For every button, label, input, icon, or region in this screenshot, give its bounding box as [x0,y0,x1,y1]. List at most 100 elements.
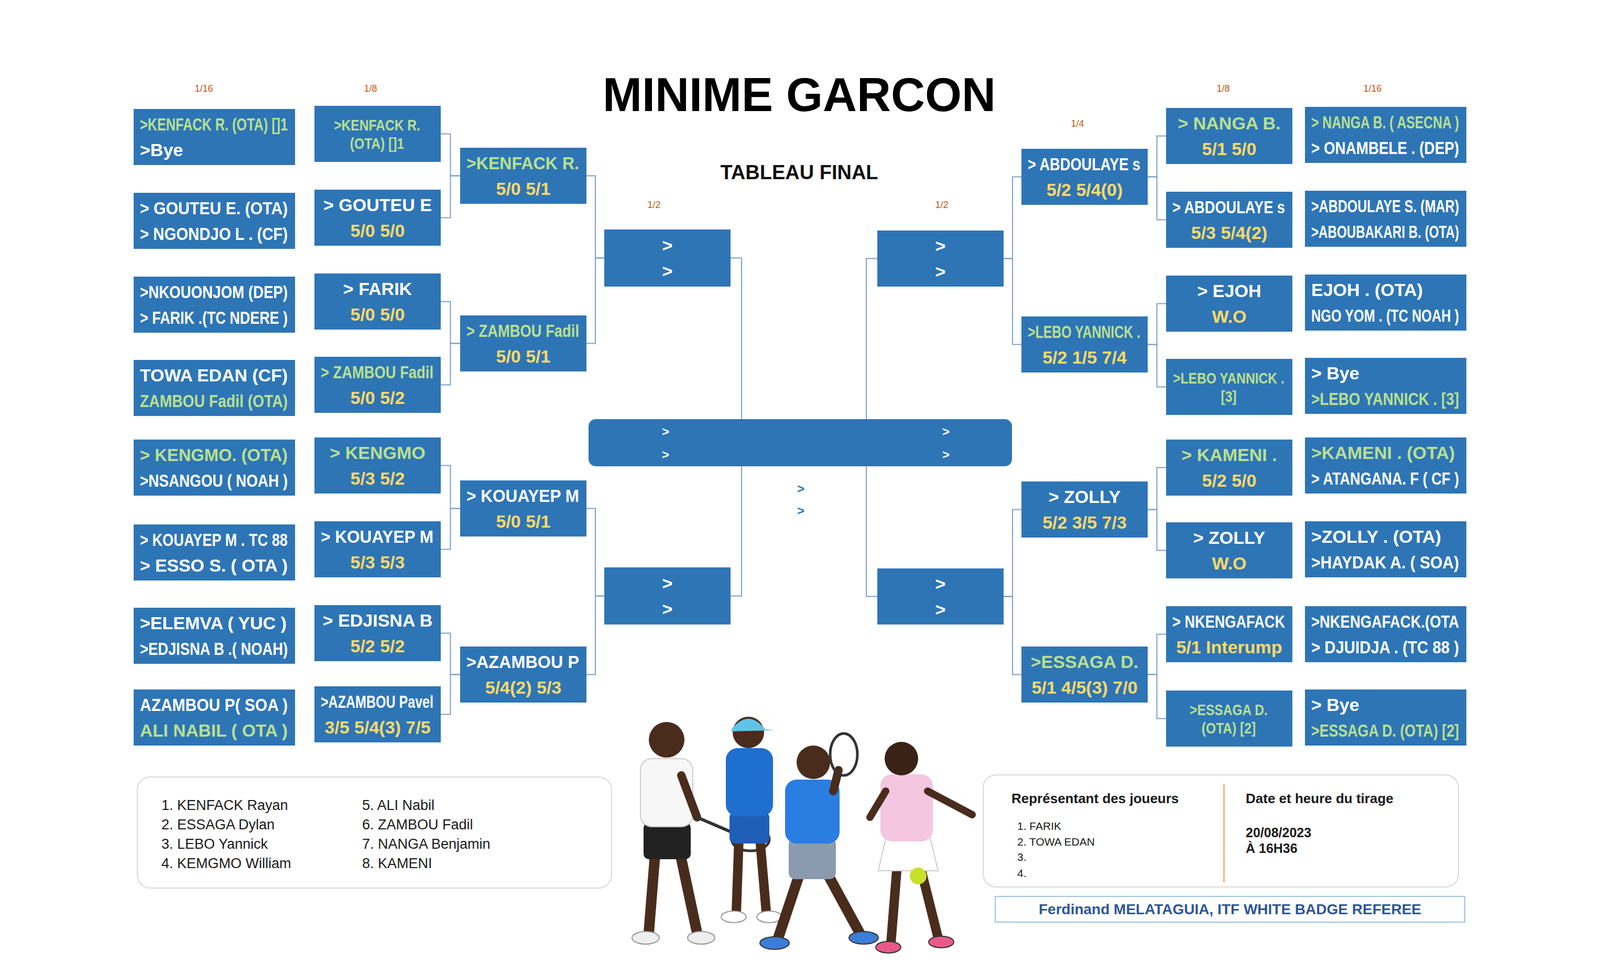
seed-list-panel: 1. KENFACK Rayan2. ESSAGA Dylan3. LEBO Y… [136,776,613,889]
match-box: > ABDOULAYE s5/3 5/4(2) [1166,191,1293,248]
panel-divider [1223,784,1225,883]
player-name: >AZAMBOU Pavel [320,691,434,713]
player-name: >ZOLLY . (OTA) [1311,526,1442,548]
player-name: > ESSO S. ( OTA ) [139,554,288,576]
match-box: >KENFACK R. (OTA) []1>Bye [133,109,296,166]
match-box: > ZOLLY W.O [1166,522,1293,579]
match-box: >KENFACK R. (OTA) []1 [314,105,441,162]
referee-name: Ferdinand MELATAGUIA, ITF WHITE BADGE RE… [1038,899,1422,921]
match-box: > Bye>LEBO YANNICK . [3] [1304,357,1467,415]
player-name: > DJUIDJA . (TC 88 ) [1311,636,1460,658]
player-name: > ATANGANA. F ( CF ) [1311,467,1460,489]
score-text: 5/2 5/2 [350,635,406,657]
player-name: > EDJISNA B [322,610,433,631]
score-text: 5/0 5/0 [350,220,406,242]
seed-entry: 3. LEBO Yannick [161,835,268,853]
player-name: > [662,260,673,282]
panel-entry: 2. TOWA EDAN [1017,835,1095,849]
panel-heading: 20/08/2023 À 16H36 [1245,824,1325,857]
player-name: ZAMBOU Fadil (OTA) [139,390,288,412]
match-box: > ZAMBOU Fadil5/0 5/2 [314,356,441,413]
score-text: 5/2 5/4(0) [1046,179,1124,201]
match-box: >ABDOULAYE S. (MAR) >ABOUBAKARI B. (OTA) [1304,190,1467,247]
round-label: 1/8 [363,82,377,95]
match-box: > ABDOULAYE s5/2 5/4(0) [1021,148,1148,205]
score-text: 5/1 Interump [1176,636,1282,658]
score-text: 5/4(2) 5/3 [485,677,562,699]
match-box: >AZAMBOU P5/4(2) 5/3 [460,646,587,703]
player-name: > [935,573,946,595]
match-box: > FARIK5/0 5/0 [314,273,441,330]
player-name: > [662,572,673,594]
match-box: > KENGMO5/3 5/2 [314,437,441,494]
match-box: >> [877,568,1004,625]
match-box: >LEBO YANNICK . [3] [1166,358,1293,416]
round-label: 1/8 [1216,82,1230,95]
player-name: > ONAMBELE . (DEP) [1311,137,1460,159]
match-box: > EJOHW.O [1166,275,1293,332]
seed-entry: 5. ALI Nabil [362,797,435,814]
player-name: >ESSAGA D. (OTA) [2] [1311,720,1460,742]
player-name: TOWA EDAN (CF) [139,364,288,386]
match-box: >> [877,230,1004,287]
score-text: 5/2 5/0 [1202,470,1257,492]
match-box: > KAMENI .5/2 5/0 [1166,439,1293,496]
player-name: > ZOLLY [1193,527,1266,549]
bracket-line [1147,509,1167,551]
player-name: >ESSAGA D. (OTA) [2] [1172,700,1286,738]
match-box: > KENGMO. (OTA) >NSANGOU ( NOAH ) [133,439,296,496]
player-name: >KENFACK R. [466,152,580,174]
diagram-title: MINIME GARCON [602,68,996,122]
player-name: > [935,260,946,282]
score-text: 3/5 5/4(3) 7/5 [324,716,431,738]
player-name: > [662,598,673,620]
panel-entry: 4. [1017,866,1027,880]
kid-three [759,733,879,950]
score-text: 5/2 3/5 7/3 [1042,512,1127,533]
player-name: > KOUAYEP M [466,485,580,507]
seed-entry: 6. ZAMBOU Fadil [362,816,474,834]
player-name: >NKENGAFACK.(OTA [1311,611,1460,633]
player-name: >ELEMVA ( YUC ) [139,612,287,634]
score-text: W.O [1211,552,1247,574]
seed-entry: 1. KENFACK Rayan [161,797,289,814]
score-text: 5/0 5/2 [350,387,406,409]
player-name: >LEBO YANNICK . [1027,321,1141,343]
player-name: > Bye [1311,362,1360,384]
score-text: 5/0 5/1 [496,510,551,532]
player-name: >ABOUBAKARI B. (OTA) [1311,221,1460,243]
player-name: > [935,235,946,257]
bracket-line [586,596,605,676]
player-name: >NSANGOU ( NOAH ) [139,470,288,492]
score-text: 5/3 5/3 [350,551,406,573]
bracket-line [440,134,461,177]
score-text: W.O [1211,306,1247,328]
bracket-line [440,465,461,509]
player-name: > GOUTEU E [323,194,432,216]
player-name: > GOUTEU E. (OTA) [139,197,288,219]
match-box: >AZAMBOU Pavel 3/5 5/4(3) 7/5 [314,686,441,743]
bracket-line [1003,258,1022,345]
round-label: 1/2 [934,199,949,212]
player-name: >EDJISNA B .( NOAH) [139,638,288,660]
bracket-line [1147,675,1167,720]
match-box: > ZAMBOU Fadil5/0 5/1 [460,315,587,372]
match-box: >ELEMVA ( YUC ) >EDJISNA B .( NOAH) [133,607,296,665]
player-name: >ABDOULAYE S. (MAR) [1311,195,1460,217]
match-box: > Bye>ESSAGA D. (OTA) [2] [1304,689,1467,746]
bracket-line [586,508,605,597]
match-box: >ESSAGA D. (OTA) [2] [1166,690,1293,747]
player-name: >HAYDAK A. ( SOA) [1311,551,1460,573]
player-name: >LEBO YANNICK . [3] [1172,368,1286,406]
bracket-line [586,258,605,344]
player-name: NGO YOM . (TC NOAH ) [1311,305,1460,326]
score-text: 5/0 5/1 [496,345,551,367]
player-name: > KENGMO. (OTA) [139,444,288,466]
match-box: > NANGA B.5/1 5/0 [1166,107,1293,165]
seed-entry: 7. NANGA Benjamin [362,835,491,853]
bracket-line [440,675,461,715]
match-box: > GOUTEU E. (OTA)> NGONDJO L . (CF) [133,192,296,249]
bracket-line [866,258,878,420]
player-name: > NANGA B. ( ASECNA ) [1311,111,1460,133]
